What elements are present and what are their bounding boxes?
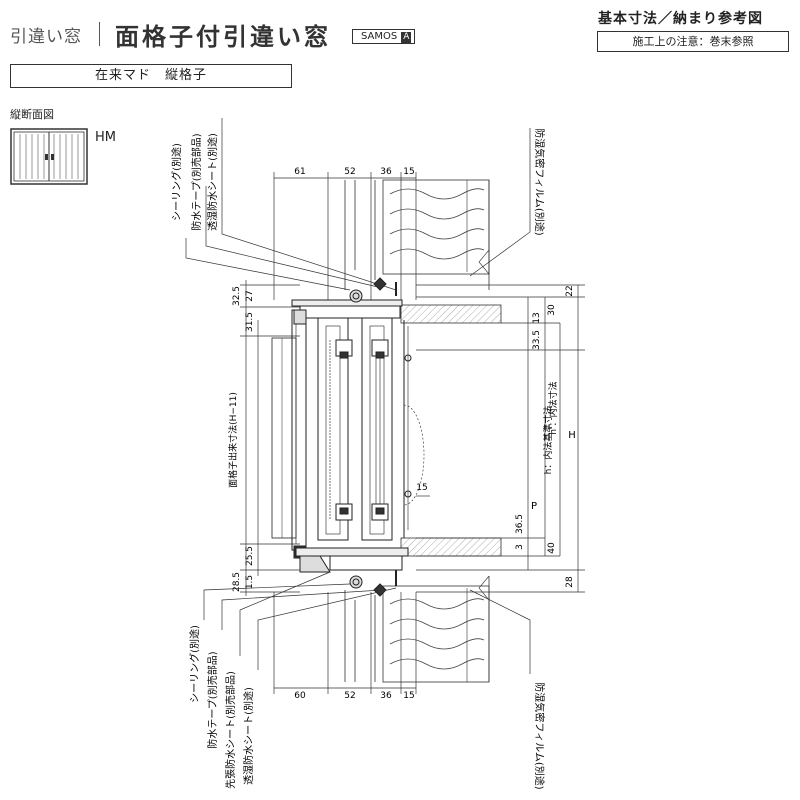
callout-sealing-top: シーリング(別途) xyxy=(170,143,183,221)
right-dim-5: 36.5 xyxy=(515,514,525,534)
top-callout-leaders xyxy=(185,118,531,291)
callout-sealing-bottom: シーリング(別途) xyxy=(188,625,201,703)
right-dim-4: 33.5 xyxy=(532,330,542,350)
right-dim-7: 40 xyxy=(547,542,557,554)
section-label: 縦断面図 xyxy=(10,108,54,121)
callout-tape-top: 防水テープ(別売部品) xyxy=(190,133,203,230)
left-dim-5: 28.5 xyxy=(232,572,242,592)
right-dim-6: 3 xyxy=(515,544,525,550)
brand-badge: A xyxy=(401,32,412,43)
window-grille xyxy=(271,309,307,559)
sash-sections xyxy=(317,317,425,541)
thumbnail-label: HM xyxy=(95,130,116,145)
right-dim-1: 22 xyxy=(565,285,575,296)
callout-film-bottom: 防湿気密フィルム(別途) xyxy=(533,682,546,790)
grille-dimension-label: 面格子出来寸法(H−11) xyxy=(227,392,239,488)
callout-film-top: 防湿気密フィルム(別途) xyxy=(533,128,546,236)
bottom-dimension-chain xyxy=(273,592,417,694)
top-dim-1: 61 xyxy=(294,167,305,177)
category-label: 引違い窓 xyxy=(10,27,82,47)
brand-name: SAMOS xyxy=(361,31,398,42)
callout-pre-sheet-bottom: 先張防水シート(別売部品) xyxy=(224,671,237,789)
page-title: 面格子付引違い窓 xyxy=(115,23,331,51)
dim-p: P xyxy=(531,501,537,512)
lower-wall xyxy=(344,575,490,683)
sill-trim-board xyxy=(400,537,502,557)
window-type-box: 在来マド 縦格子 xyxy=(10,64,292,88)
head-frame xyxy=(291,277,403,319)
callout-sheet-top: 透湿防水シート(別途) xyxy=(206,133,219,231)
mid-dim: 15 xyxy=(416,483,427,493)
callout-tape-bottom: 防水テープ(別売部品) xyxy=(206,651,219,748)
bottom-dim-3: 36 xyxy=(380,691,392,701)
header-divider xyxy=(99,22,100,46)
top-dim-2: 52 xyxy=(344,167,355,177)
left-dim-2: 27 xyxy=(245,290,255,301)
right-dim-8: 28 xyxy=(565,576,575,588)
left-dimension-lines xyxy=(240,280,300,596)
inner-dimension-label: h'：内法寸法 xyxy=(547,381,559,434)
head-trim-board xyxy=(400,304,502,324)
top-dim-3: 36 xyxy=(380,167,392,177)
bottom-callout-leaders xyxy=(203,571,531,674)
top-dimension-chain xyxy=(273,172,417,300)
right-dim-3: 13 xyxy=(532,312,542,323)
construction-note: 施工上の注意：巻末参照 xyxy=(597,31,789,52)
right-dim-2: 30 xyxy=(547,304,557,316)
window-thumbnail xyxy=(10,128,88,185)
left-dim-4: 25.5 xyxy=(245,546,255,566)
upper-wall xyxy=(344,179,490,290)
bottom-dim-4: 15 xyxy=(403,691,414,701)
bottom-dim-1: 60 xyxy=(294,691,306,701)
top-dim-4: 15 xyxy=(403,167,414,177)
right-dimension-lines xyxy=(416,284,585,593)
left-dim-6: 1.5 xyxy=(245,575,255,589)
dim-H: H xyxy=(568,430,576,441)
left-dim-3: 31.5 xyxy=(245,312,255,332)
bottom-dim-2: 52 xyxy=(344,691,355,701)
reference-title: 基本寸法／納まり参考図 xyxy=(598,11,763,27)
left-dim-1: 32.5 xyxy=(232,286,242,306)
inner-standard-label: h：内法基準寸法 xyxy=(542,406,554,475)
sill-frame xyxy=(295,547,409,597)
callout-sheet-bottom: 透湿防水シート(別途) xyxy=(242,687,255,785)
